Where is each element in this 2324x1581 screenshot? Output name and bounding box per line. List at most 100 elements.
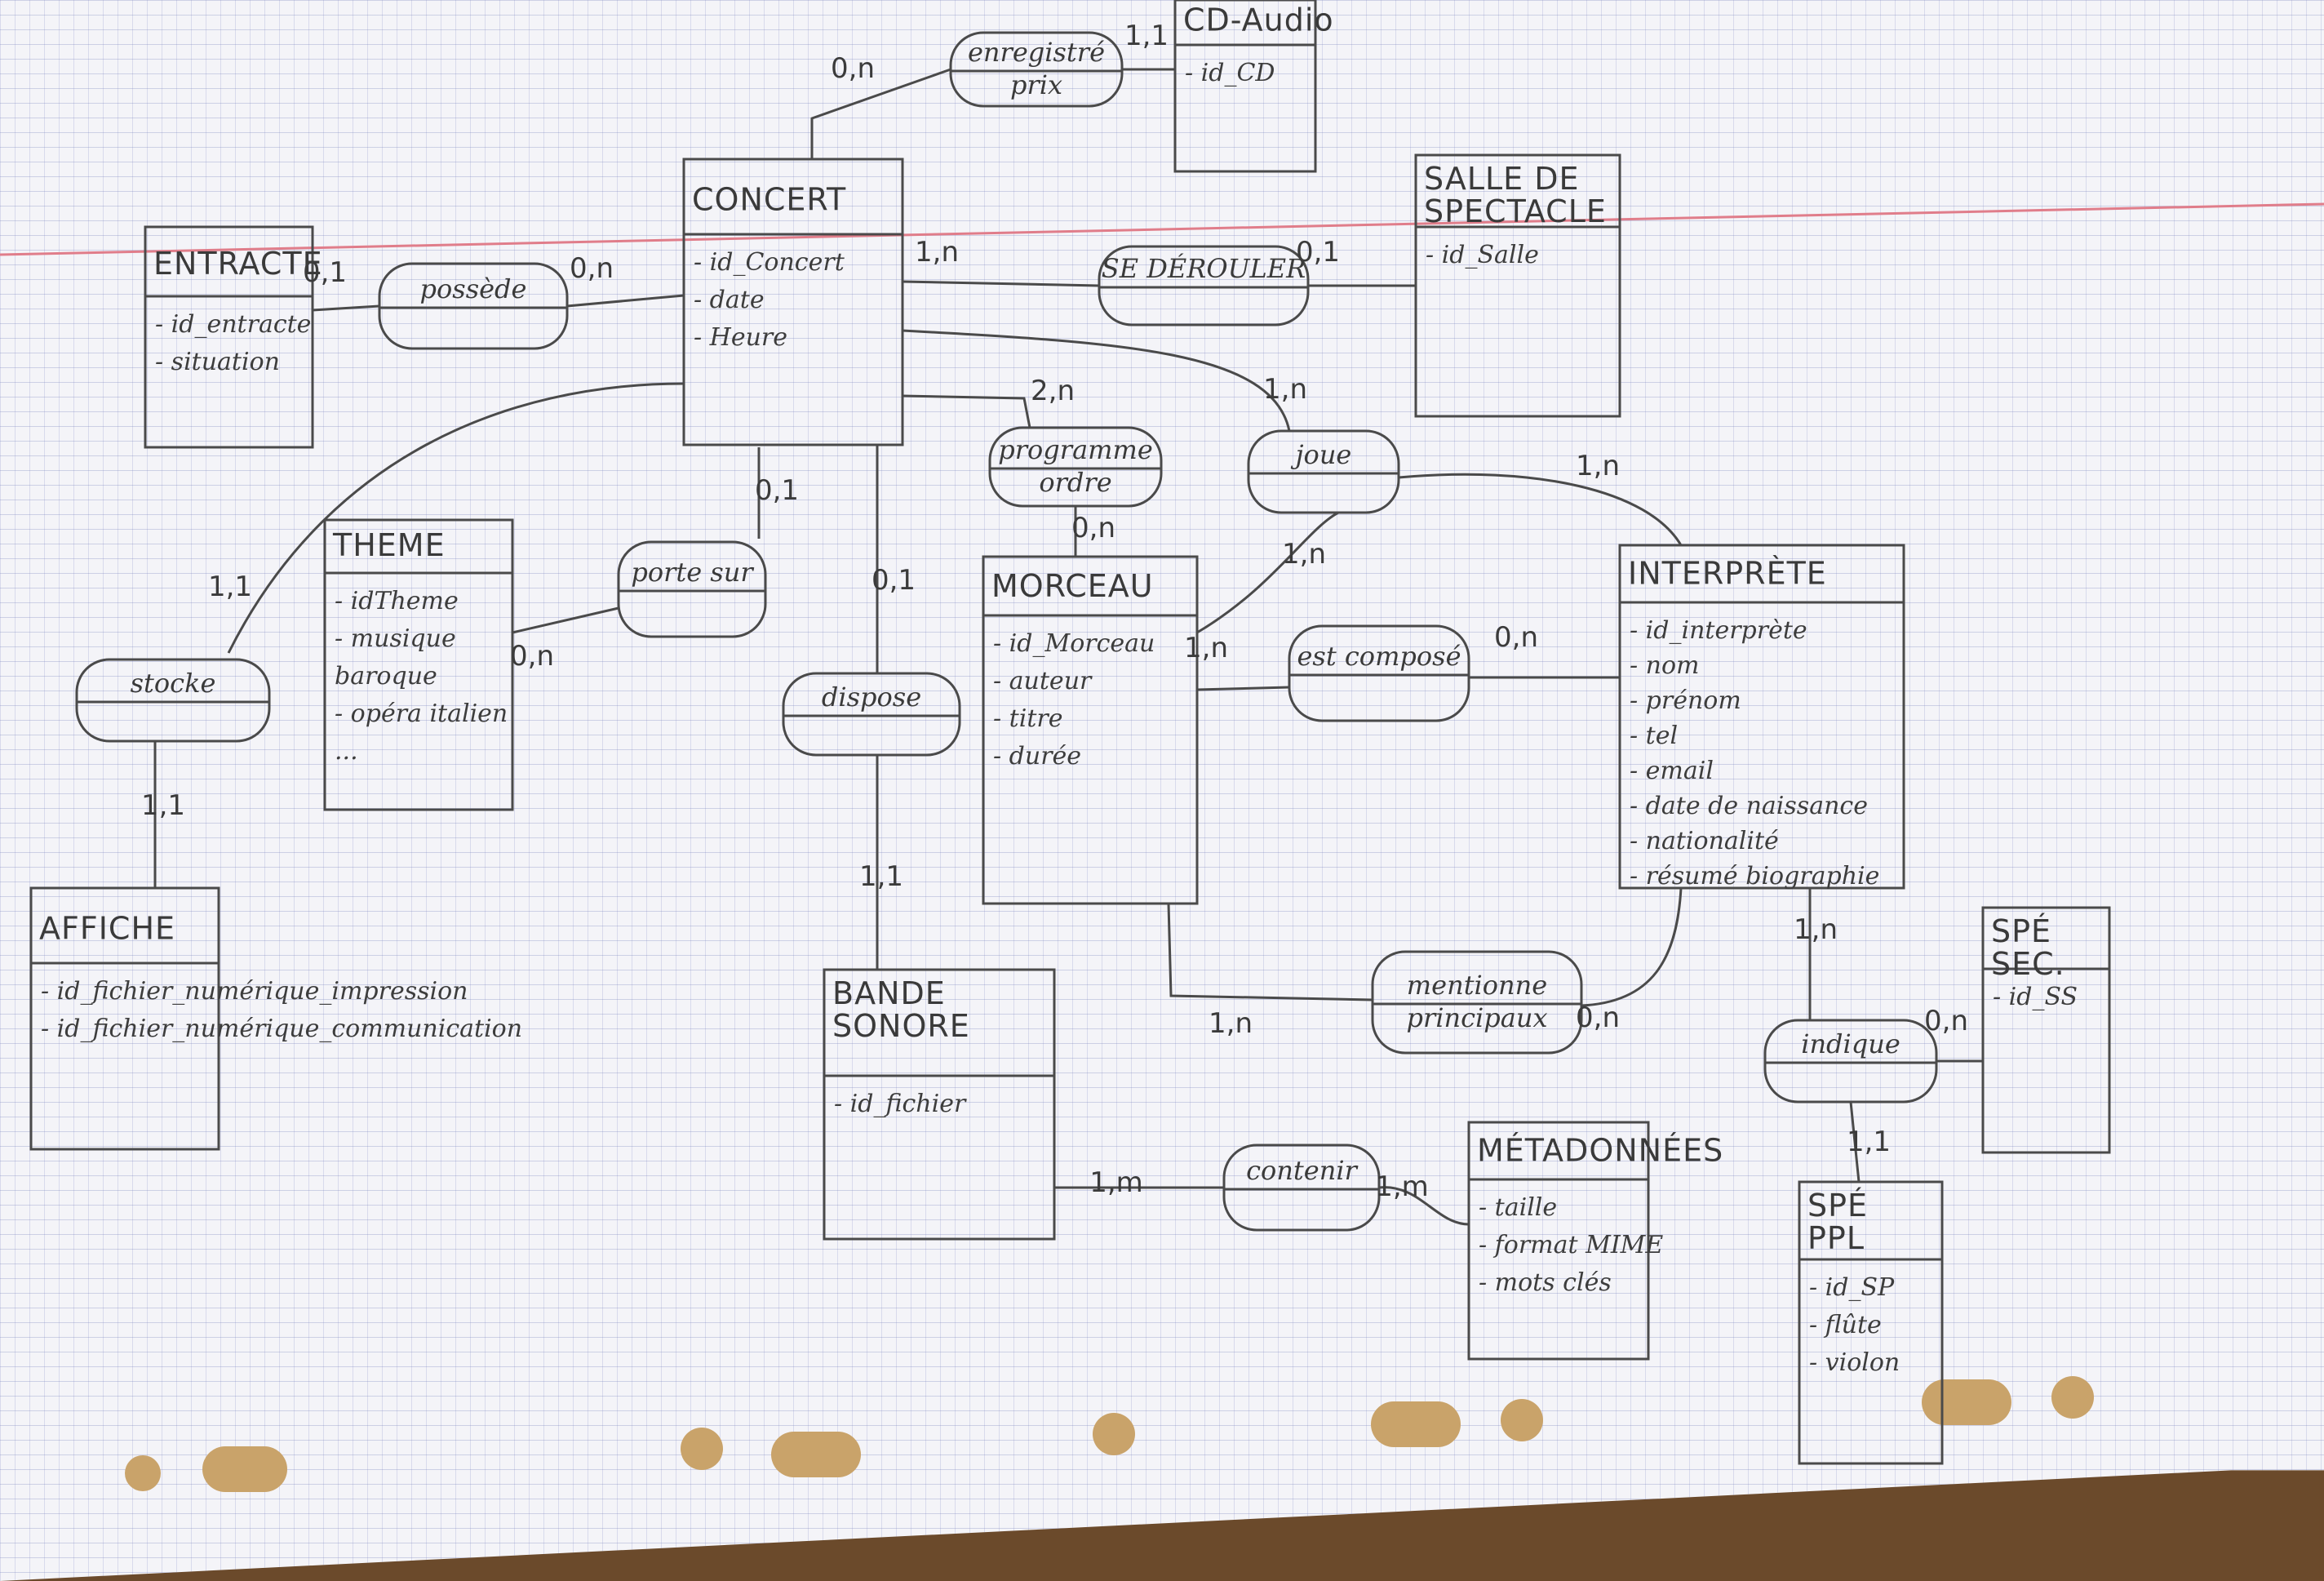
relation-label: est composé: [1297, 641, 1461, 672]
connector-3: [566, 294, 685, 308]
cardinality-label: 1,n: [915, 236, 959, 269]
entity-attribute: - nationalité: [1630, 827, 1779, 855]
cardinality-label: 1,1: [1847, 1126, 1891, 1158]
margin-line: [0, 202, 2324, 256]
relation-label: SE DÉROULER: [1102, 253, 1306, 284]
entity-box: [1467, 1121, 1650, 1361]
entity-title: SPÉ: [1807, 1188, 1868, 1223]
entity-attribute: - flûte: [1809, 1311, 1882, 1339]
entity-box: [1173, 0, 1317, 173]
connector-6: [902, 394, 1031, 429]
punch-hole: [125, 1455, 161, 1491]
entity-attribute: ...: [335, 737, 358, 766]
relation-indique: indique: [1763, 1019, 1938, 1104]
connector-lines: [153, 68, 1983, 1226]
entity-title: INTERPRÈTE: [1628, 556, 1827, 592]
entity-attribute: - id_fichier: [834, 1090, 967, 1118]
cardinality-label: 0,n: [510, 640, 554, 673]
entity-attribute: - violon: [1809, 1348, 1900, 1377]
entity-title: MORCEAU: [991, 568, 1154, 604]
entity-attribute: - durée: [993, 742, 1081, 771]
punch-hole: [1093, 1413, 1135, 1455]
relation-label: possède: [420, 273, 527, 304]
cardinality-label: 0,n: [831, 52, 875, 85]
relation-label: joue: [1291, 439, 1352, 470]
entity-title: CONCERT: [692, 182, 846, 218]
relation-label: indique: [1801, 1028, 1900, 1059]
entity-box: [1618, 544, 1905, 890]
entity-attribute: - musique: [335, 624, 456, 653]
punch-hole: [1922, 1379, 2011, 1425]
relation-shape: [1098, 245, 1310, 326]
relation-label: stocke: [131, 668, 216, 699]
relation-label: porte sur: [631, 557, 754, 588]
relation-label: mentionne: [1407, 970, 1547, 1001]
entity-attribute: - id_SP: [1809, 1273, 1895, 1302]
entity-attribute: - opéra italien: [335, 699, 508, 728]
cardinality-label: 0,n: [1576, 1001, 1620, 1034]
relation-shape: [1763, 1019, 1938, 1104]
entity-attribute: - id_SS: [1993, 983, 2078, 1011]
entity-attribute: - email: [1630, 757, 1714, 785]
cardinality-label: 0,1: [1296, 236, 1340, 269]
punch-hole: [1501, 1399, 1543, 1441]
entity-box: [682, 158, 904, 446]
relation-shape: [378, 262, 569, 350]
entity-box: [323, 518, 514, 811]
entity-interprete: INTERPRÈTE - id_interprète - nom - prénom - …: [1618, 544, 1905, 890]
relation-label: principaux: [1407, 1002, 1548, 1033]
connector-9: [1398, 473, 1683, 546]
entity-box: [823, 968, 1056, 1241]
relation-possede: possède: [378, 262, 569, 350]
entity-attribute: - mots clés: [1479, 1268, 1612, 1297]
entity-attribute: - date de naissance: [1630, 792, 1868, 820]
connector-4: [902, 280, 1100, 287]
cardinality-label: 0,n: [570, 252, 614, 285]
cardinality-label: 0,1: [303, 256, 347, 289]
entity-attribute: - auteur: [993, 667, 1093, 695]
connector-11: [227, 382, 685, 654]
cardinality-label: 0,1: [755, 474, 799, 507]
entity-attribute: - id_fichier_numérique_impression: [41, 977, 468, 1006]
cardinality-label: 1,n: [1576, 450, 1620, 482]
entity-title: THEME: [332, 527, 446, 563]
cardinality-label: 1,m: [1089, 1166, 1143, 1199]
entity-morceau: MORCEAU- id_Morceau- auteur- titre- duré…: [982, 555, 1199, 905]
connector-22: [1378, 1186, 1470, 1226]
connector-8: [902, 329, 1291, 432]
cardinality-label: 1,n: [1794, 913, 1838, 946]
connector-19: [1167, 903, 1373, 1001]
entity-title: SALLE DE: [1424, 161, 1580, 197]
connector-17: [1196, 686, 1290, 691]
entity-attribute: - id_Salle: [1426, 241, 1539, 269]
cardinality-label: 0,n: [1924, 1005, 1968, 1037]
entities: CONCERT- id_Concert- date- HeureCD-Audio…: [29, 0, 2111, 1465]
cardinality-label: 1,1: [141, 789, 185, 822]
relation-shape: [1247, 429, 1400, 514]
entity-title: SEC.: [1991, 946, 2065, 982]
entity-attribute: - Heure: [694, 323, 787, 352]
relation-shape: [75, 658, 271, 743]
relation-derouler: SE DÉROULER: [1098, 245, 1310, 326]
entity-attribute: - prénom: [1630, 686, 1741, 715]
entity-attribute: - id_interprète: [1630, 616, 1807, 645]
entity-entracte: ENTRACTE- id_entracte- situation: [144, 225, 322, 449]
entity-attribute: - id_Morceau: [993, 629, 1155, 658]
entity-affiche: AFFICHE- id_fichier_numérique_impression…: [29, 886, 522, 1151]
cardinality-label: 1,n: [1184, 632, 1228, 664]
relation-label: programme: [998, 434, 1153, 465]
relation-shape: [1222, 1144, 1381, 1232]
relation-label: contenir: [1246, 1155, 1358, 1186]
entity-attribute: - id_CD: [1185, 59, 1275, 87]
connector-25: [1849, 1101, 1861, 1183]
entity-attribute: - nom: [1630, 651, 1700, 680]
entity-metadonnees: MÉTADONNÉES- taille- format MIME- mots c…: [1467, 1121, 1723, 1361]
